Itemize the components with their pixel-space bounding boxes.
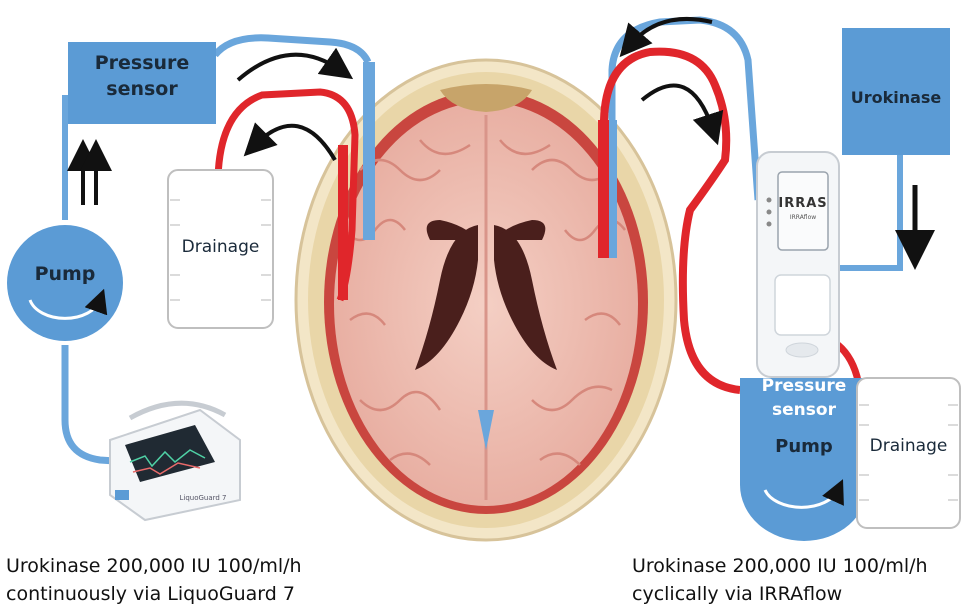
right-flow-arrow-out-icon	[642, 85, 713, 130]
left-pump-label: Pump	[15, 263, 115, 285]
irraflow-logo: IRRAS	[778, 196, 828, 211]
left-catheter	[363, 62, 375, 240]
left-drainage-label: Drainage	[168, 237, 273, 257]
left-tube-to-catheter	[215, 38, 368, 62]
left-flow-arrow-in-icon	[238, 55, 340, 80]
right-pump-label: Pump	[745, 436, 863, 457]
irraflow-screen	[778, 172, 828, 250]
right-pressure-sensor-label: Pressure sensor	[745, 374, 863, 422]
left-caption: Urokinase 200,000 IU 100/ml/h continuous…	[6, 552, 346, 608]
right-caption: Urokinase 200,000 IU 100/ml/h cyclically…	[632, 552, 957, 608]
irraflow-device	[757, 152, 839, 377]
left-flow-arrow-out-icon	[255, 126, 335, 160]
right-catheter-red	[598, 120, 610, 258]
right-catheter-blue	[609, 120, 617, 258]
urokinase-label: Urokinase	[842, 88, 950, 107]
liquoguard-device-label: LiquoGuard 7	[168, 494, 238, 502]
liquoguard-device	[110, 403, 240, 520]
left-pressure-sensor-label: Pressure sensor	[68, 50, 216, 102]
right-drainage-label: Drainage	[857, 436, 960, 456]
right-tube-urokinase	[832, 150, 900, 268]
left-catheter-red	[338, 145, 348, 300]
irraflow-sub-label: IRRAflow	[778, 214, 828, 221]
